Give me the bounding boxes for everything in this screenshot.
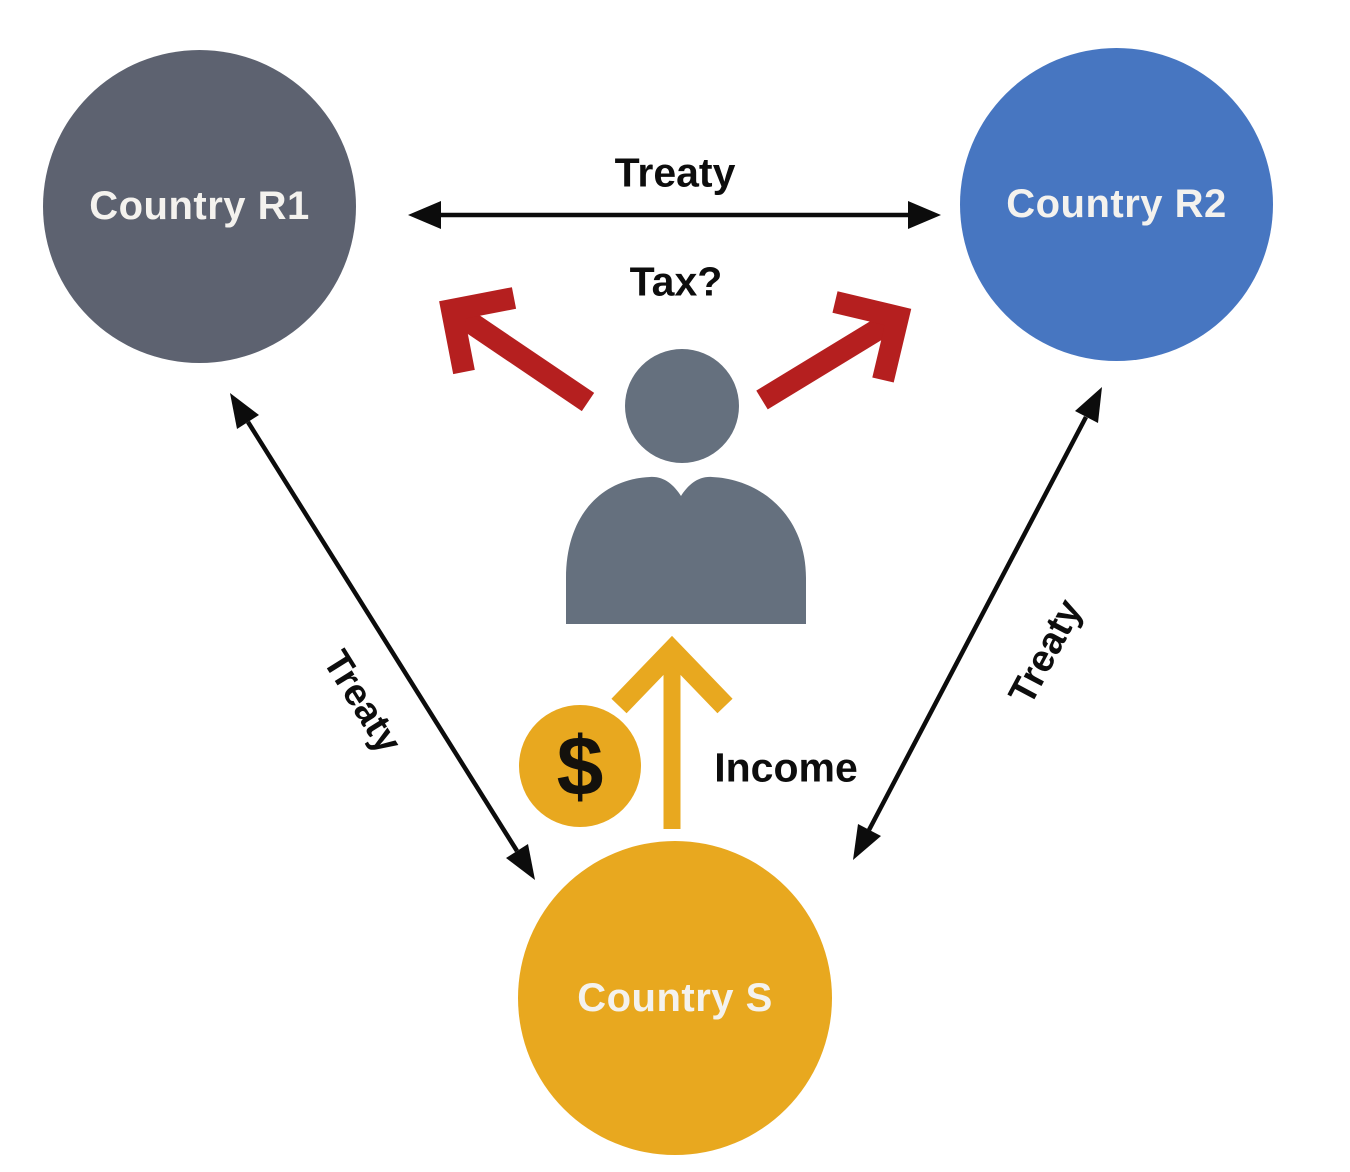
person-icon bbox=[566, 349, 806, 624]
treaty-label-top: Treaty bbox=[614, 149, 736, 196]
node-country-r2-label: Country R2 bbox=[1006, 182, 1227, 226]
node-country-r1-label: Country R1 bbox=[89, 184, 310, 228]
treaty-label-left: Treaty bbox=[314, 643, 410, 761]
node-country-r1: Country R1 bbox=[43, 50, 356, 363]
node-country-s: Country S bbox=[518, 841, 832, 1155]
treaty-arrow-r1-r2 bbox=[408, 201, 941, 229]
treaty-label-right: Treaty bbox=[1001, 592, 1091, 712]
tax-question-label: Tax? bbox=[629, 258, 723, 305]
treaty-arrow-r1-s bbox=[230, 393, 535, 880]
tax-arrow-to-r2 bbox=[756, 291, 912, 410]
income-label: Income bbox=[714, 744, 858, 791]
tax-arrow-to-r1 bbox=[439, 287, 595, 412]
node-country-r2: Country R2 bbox=[960, 48, 1273, 361]
dollar-sign: $ bbox=[556, 719, 604, 813]
node-country-s-label: Country S bbox=[577, 975, 773, 1020]
dollar-coin-icon: $ bbox=[519, 705, 641, 827]
